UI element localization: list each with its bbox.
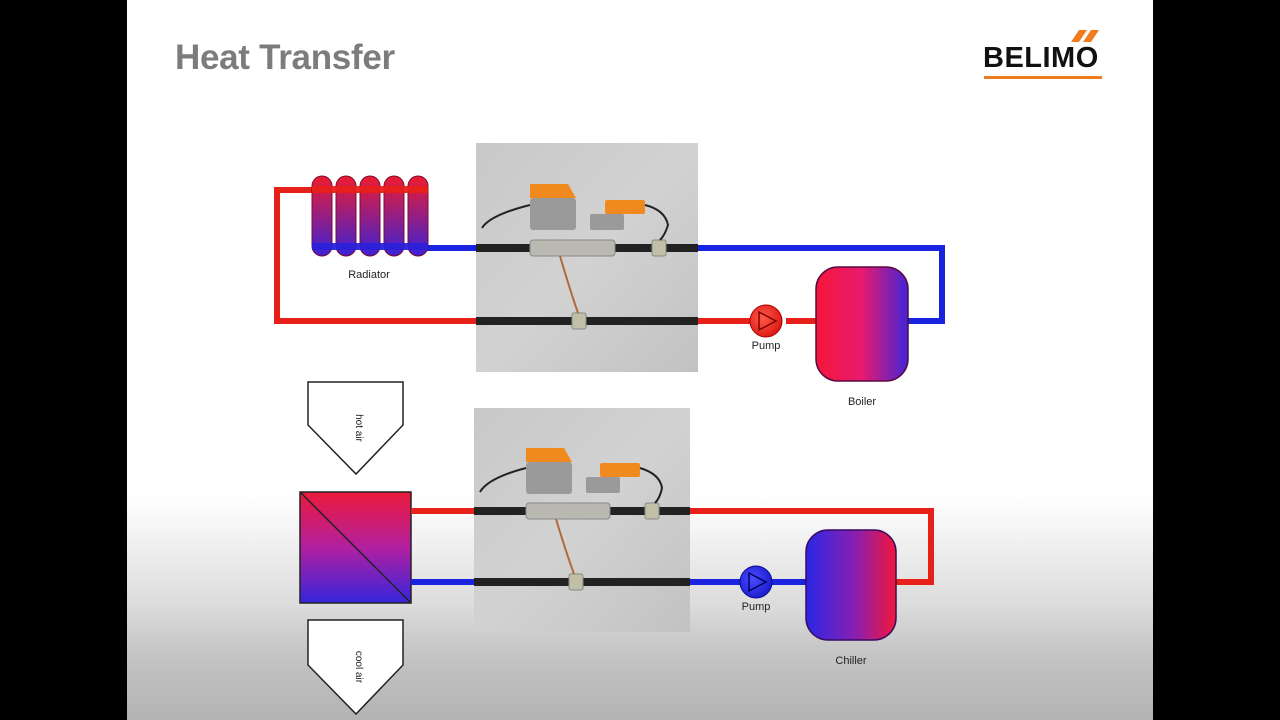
heating-loop: Radiator Pump Boiler [274, 143, 945, 408]
belimo-logo: BELIMO [983, 30, 1105, 82]
chiller [805, 529, 897, 641]
cooling-valve-assembly-photo [474, 408, 690, 632]
cool-air-label: cool air [353, 651, 364, 684]
heat-transfer-diagram: Radiator Pump Boiler [274, 143, 945, 716]
heat-exchanger [299, 491, 412, 604]
boiler-label: Boiler [848, 396, 876, 408]
cold-pipe [425, 245, 945, 324]
hot-pipe [274, 187, 818, 324]
cooling-pump [739, 565, 773, 599]
cooling-hot-pipe [411, 508, 934, 585]
logo-underline [984, 76, 1102, 79]
page-title: Heat Transfer [175, 38, 395, 77]
cool-air-hood: cool air [307, 619, 404, 716]
cooling-pump-label: Pump [742, 601, 771, 613]
chiller-label: Chiller [835, 655, 867, 667]
radiator [311, 175, 429, 257]
heating-pump-label: Pump [752, 340, 781, 352]
hot-air-hood: hot air [307, 381, 404, 476]
logo-mark-icon [1071, 30, 1099, 42]
radiator-label: Radiator [348, 269, 390, 281]
heating-pump [749, 304, 783, 338]
boiler [815, 266, 909, 382]
cooling-loop: hot air cool air [299, 381, 934, 716]
hot-air-label: hot air [353, 414, 364, 442]
logo-text: BELIMO [983, 42, 1099, 74]
valve-assembly-photo [476, 143, 698, 372]
